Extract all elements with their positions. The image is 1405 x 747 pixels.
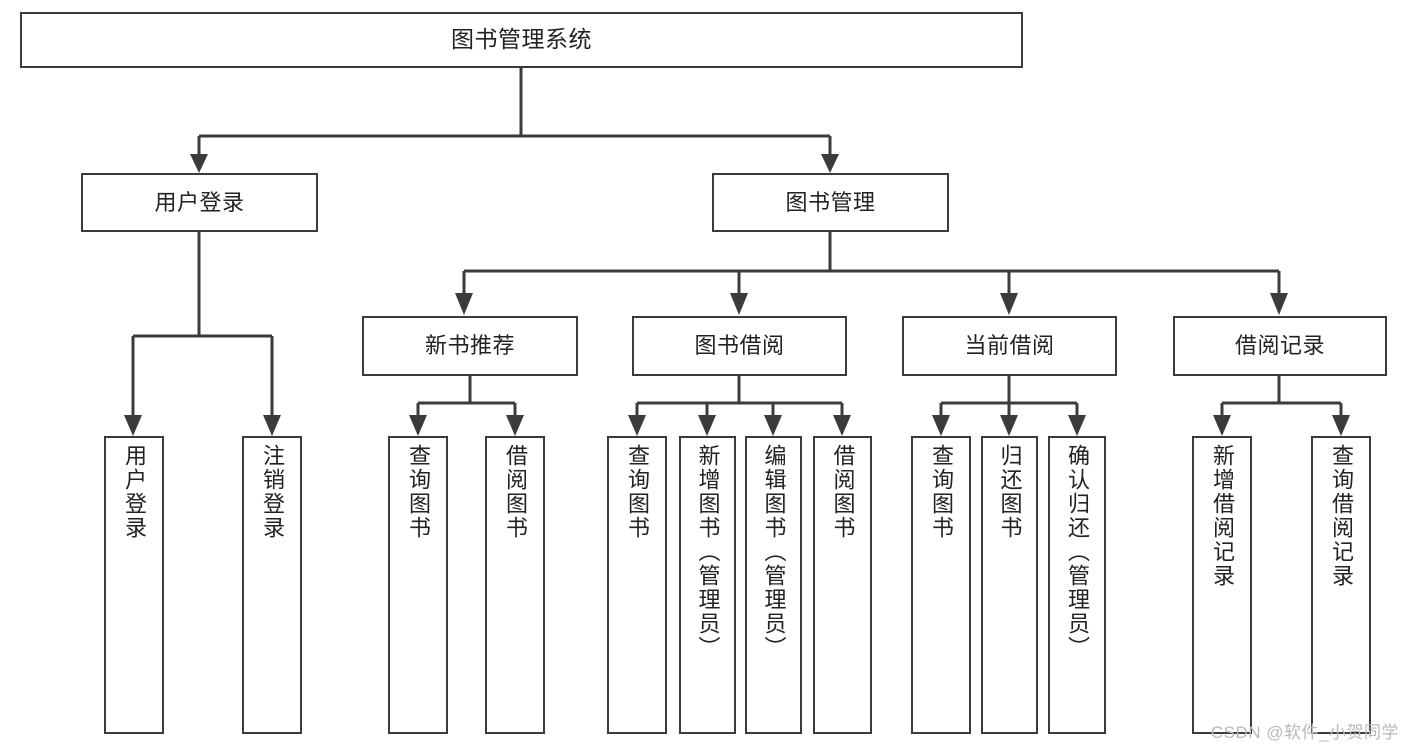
node-leaf-query-book-2[interactable]: 查询图书: [607, 436, 667, 734]
node-label: 新增借阅记录: [1210, 444, 1235, 588]
node-new-book-recommend[interactable]: 新书推荐: [362, 316, 578, 376]
node-leaf-add-record[interactable]: 新增借阅记录: [1192, 436, 1252, 734]
arrowhead-leaf-borrow-book-2: [833, 415, 851, 436]
arrowhead-leaf-query-record: [1332, 415, 1350, 436]
watermark: CSDN @软件_小贺同学: [1210, 723, 1399, 742]
arrowhead-user-login: [190, 154, 208, 173]
node-user-login[interactable]: 用户登录: [81, 173, 318, 232]
node-label: 借阅记录: [1234, 333, 1325, 359]
node-leaf-return-book[interactable]: 归还图书: [981, 436, 1038, 734]
arrowhead-book-borrow: [730, 293, 748, 315]
node-label: 借阅图书: [830, 444, 856, 540]
arrowhead-leaf-query-book-1: [409, 415, 427, 436]
node-label: 归还图书: [997, 444, 1023, 540]
node-leaf-query-book-3[interactable]: 查询图书: [911, 436, 971, 734]
node-leaf-add-book[interactable]: 新增图书（管理员）: [679, 436, 736, 734]
node-label: 当前借阅: [964, 333, 1055, 359]
node-label: 图书管理: [785, 189, 876, 215]
arrowhead-leaf-add-record: [1213, 415, 1231, 436]
arrowhead-leaf-logout: [263, 415, 281, 436]
arrowhead-current-borrow: [1000, 293, 1018, 315]
node-leaf-borrow-book-2[interactable]: 借阅图书: [813, 436, 872, 734]
node-label: 查询借阅记录: [1329, 444, 1354, 588]
node-label: 查询图书: [406, 444, 431, 540]
node-label: 注销登录: [260, 444, 285, 540]
node-label: 新书推荐: [424, 333, 515, 359]
node-book-manage[interactable]: 图书管理: [712, 173, 949, 232]
node-label: 图书管理系统: [451, 26, 592, 53]
node-label: 用户登录: [154, 189, 245, 215]
arrowhead-borrow-record: [1270, 293, 1288, 315]
arrowhead-leaf-query-book-2: [628, 415, 646, 436]
node-label: 查询图书: [929, 444, 954, 540]
node-borrow-record[interactable]: 借阅记录: [1173, 316, 1387, 376]
arrowhead-leaf-query-book-3: [932, 415, 950, 436]
node-root-title[interactable]: 图书管理系统: [20, 12, 1023, 68]
arrowhead-leaf-borrow-book-1: [506, 415, 524, 436]
node-leaf-query-record[interactable]: 查询借阅记录: [1311, 436, 1371, 734]
node-leaf-user-login[interactable]: 用户登录: [104, 436, 164, 734]
arrowhead-leaf-confirm-return: [1068, 415, 1086, 436]
node-label: 编辑图书（管理员）: [761, 444, 787, 660]
node-label: 借阅图书: [503, 444, 528, 540]
node-current-borrow[interactable]: 当前借阅: [902, 316, 1117, 376]
node-leaf-query-book-1[interactable]: 查询图书: [388, 436, 448, 734]
node-book-borrow[interactable]: 图书借阅: [632, 316, 847, 376]
node-label: 用户登录: [122, 444, 147, 540]
arrowhead-book-manage: [821, 154, 839, 173]
node-leaf-logout[interactable]: 注销登录: [242, 436, 302, 734]
node-label: 新增图书（管理员）: [695, 444, 721, 660]
node-label: 图书借阅: [694, 333, 785, 359]
arrowhead-new-book-recommend: [455, 293, 473, 315]
node-leaf-confirm-return[interactable]: 确认归还（管理员）: [1048, 436, 1106, 734]
arrowhead-leaf-user-login: [124, 415, 142, 436]
node-label: 查询图书: [625, 444, 650, 540]
node-label: 确认归还（管理员）: [1065, 444, 1090, 660]
arrowhead-leaf-return-book: [1000, 415, 1018, 436]
node-leaf-borrow-book-1[interactable]: 借阅图书: [485, 436, 545, 734]
node-leaf-edit-book[interactable]: 编辑图书（管理员）: [745, 436, 802, 734]
arrowhead-leaf-edit-book: [764, 415, 782, 436]
arrowhead-leaf-add-book: [698, 415, 716, 436]
